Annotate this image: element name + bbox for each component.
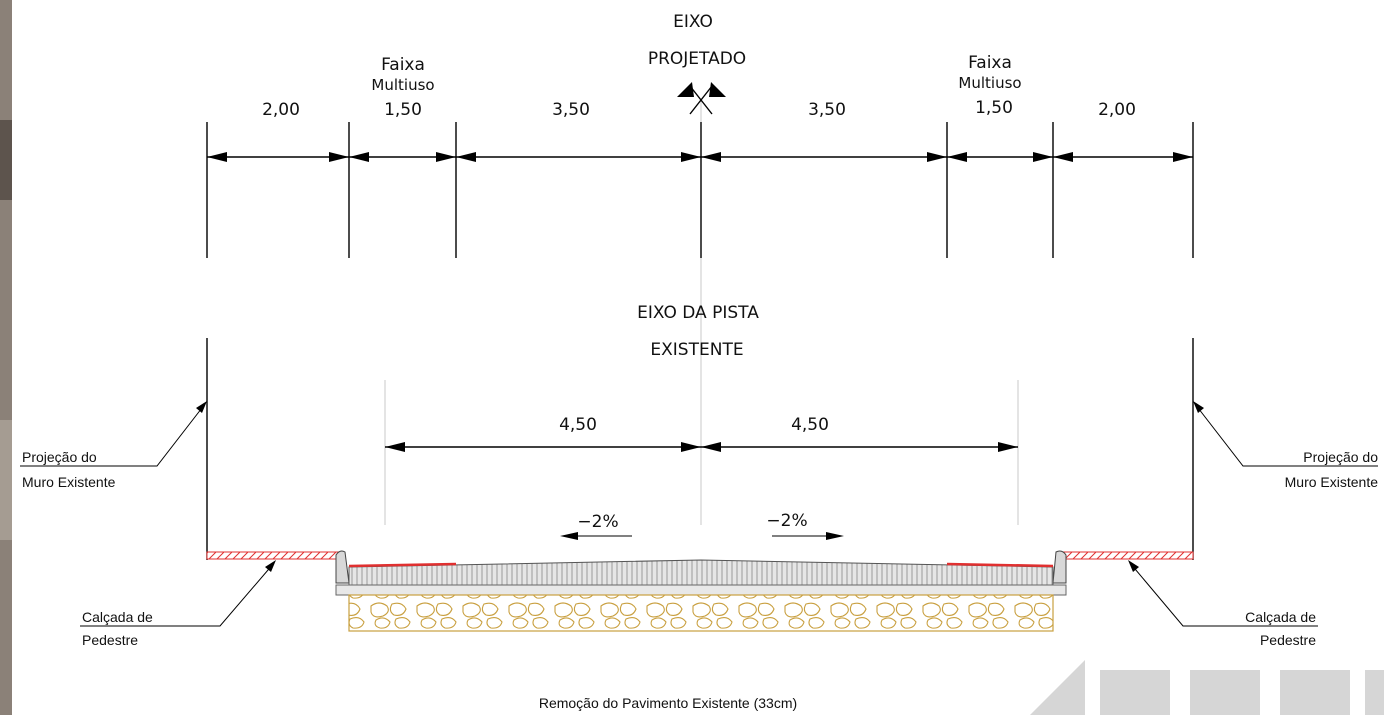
gravel-layer <box>348 594 1054 632</box>
dimension-arrowhead <box>1053 152 1073 162</box>
lane-label-right-line2: Multiuso <box>958 74 1021 92</box>
sidewalk-right-line1: Calçada de <box>1245 609 1316 625</box>
multiuse-red-right <box>946 562 1054 568</box>
watermark-logo <box>1030 660 1384 715</box>
wall-right-line2: Muro Existente <box>1285 474 1379 490</box>
pavement-layer <box>348 559 1054 586</box>
axis-label-line2: PROJETADO <box>648 49 746 69</box>
slope-right: −2% <box>766 511 807 531</box>
dimension-arrowhead <box>947 152 967 162</box>
slope-left: −2% <box>577 512 618 532</box>
dim-sidewalk-right: 2,00 <box>1098 100 1136 120</box>
base-layer <box>335 584 1067 596</box>
callout-wall-right <box>1193 401 1378 467</box>
removal-note: Remoção do Pavimento Existente (33cm) <box>539 695 797 711</box>
wall-right-line1: Projeção do <box>1303 449 1378 465</box>
lane-label-left-line1: Faixa <box>381 55 425 75</box>
callout-sidewalk-left <box>80 560 276 627</box>
dimension-arrowhead <box>456 152 476 162</box>
wall-left-line1: Projeção do <box>22 449 97 465</box>
sidewalk-right <box>1058 551 1194 560</box>
callout-sidewalk-right <box>1128 560 1318 627</box>
dimension-arrowhead <box>1033 152 1053 162</box>
dim-lane-left: 3,50 <box>552 100 590 120</box>
top-extension-lines <box>206 122 1194 258</box>
lane-label-right-line1: Faixa <box>968 53 1012 73</box>
left-photo-edge <box>0 0 12 715</box>
callout-wall-left <box>20 401 207 467</box>
curb-left <box>335 550 350 584</box>
lane-label-left-line2: Multiuso <box>371 76 434 94</box>
dimension-arrowhead <box>927 152 947 162</box>
dim-sidewalk-left: 2,00 <box>262 100 300 120</box>
existing-axis-line1: EIXO DA PISTA <box>637 303 759 323</box>
multiuse-red-left <box>348 562 457 568</box>
dimension-arrowhead <box>207 152 227 162</box>
wall-lines <box>206 338 1194 560</box>
dim-multiuse-right: 1,50 <box>975 98 1013 118</box>
dimension-arrowhead <box>681 152 701 162</box>
sidewalk-left <box>206 551 345 560</box>
dimension-arrowhead <box>329 152 349 162</box>
sidewalk-left-line2: Pedestre <box>82 632 138 648</box>
top-dimension-arrows <box>207 152 1193 162</box>
existing-axis-line2: EXISTENTE <box>650 340 743 360</box>
dim-existing-left: 4,50 <box>559 415 597 435</box>
dim-multiuse-left: 1,50 <box>384 100 422 120</box>
dimension-arrowhead <box>436 152 456 162</box>
dim-existing-right: 4,50 <box>791 415 829 435</box>
dimension-arrowhead <box>701 152 721 162</box>
dim-lane-right: 3,50 <box>808 100 846 120</box>
axis-label-line1: EIXO <box>673 12 713 32</box>
dimension-arrowhead <box>1173 152 1193 162</box>
curb-right <box>1052 550 1067 584</box>
sidewalk-left-line1: Calçada de <box>82 609 153 625</box>
axis-symbol <box>677 82 726 115</box>
sidewalk-right-line2: Pedestre <box>1260 632 1316 648</box>
dimension-arrowhead <box>349 152 369 162</box>
lower-dimension-arrows <box>385 442 1018 452</box>
wall-left-line2: Muro Existente <box>22 474 116 490</box>
